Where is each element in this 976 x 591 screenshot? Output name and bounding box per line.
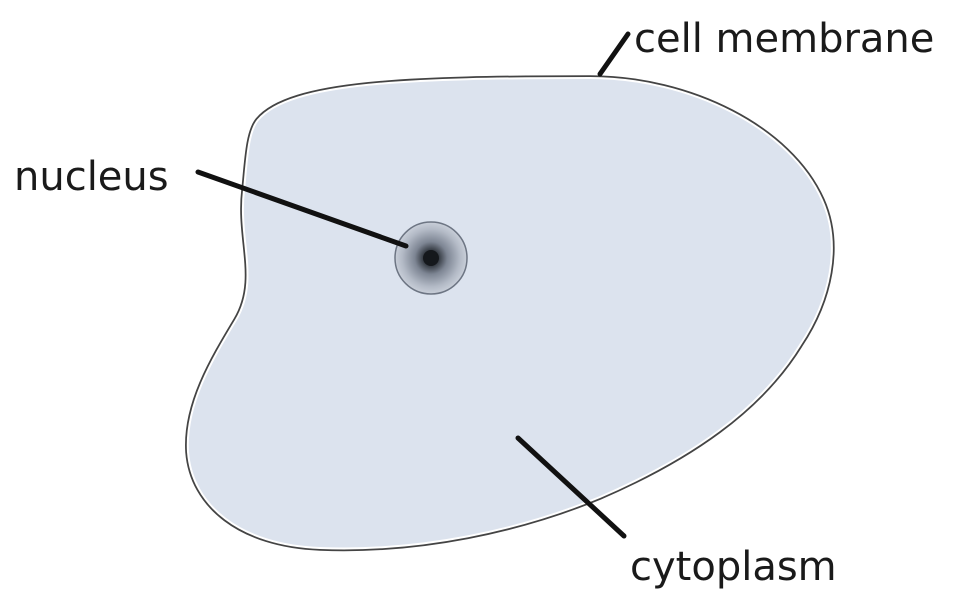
nucleolus [423,250,439,266]
cell-membrane-leader [600,34,628,74]
cell-membrane-inner-edge [188,78,832,548]
cytoplasm-label: cytoplasm [630,544,837,590]
nucleus-label: nucleus [14,154,169,200]
cell-membrane-label: cell membrane [634,16,934,62]
